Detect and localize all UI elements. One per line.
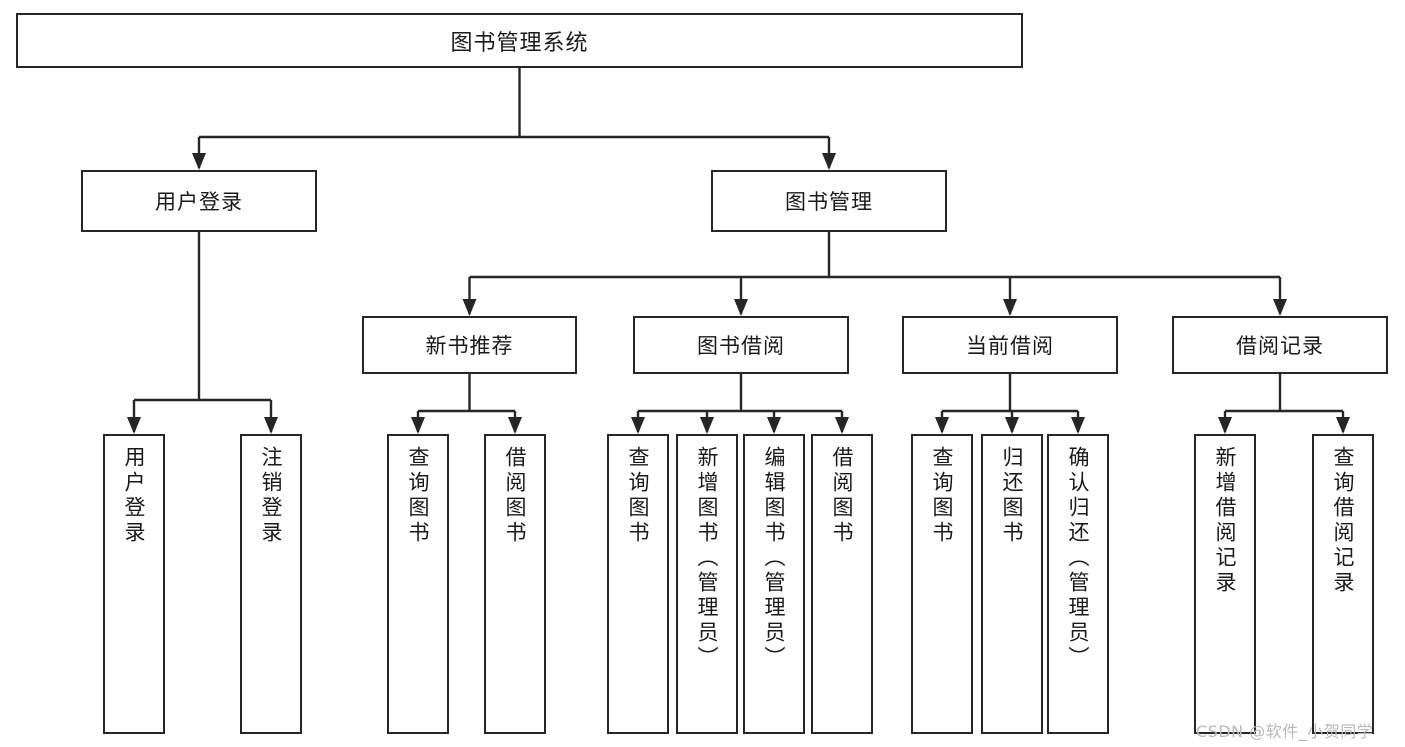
watermark: CSDN @软件_小贺同学 (1196, 722, 1374, 741)
node-leaf-query-book-current-label: 查询图书 (930, 446, 955, 546)
node-leaf-query-book-current[interactable]: 查询图书 (911, 434, 973, 734)
node-leaf-user-login[interactable]: 用户登录 (103, 434, 165, 734)
node-leaf-add-book[interactable]: 新增图书（管理员） (676, 434, 738, 734)
node-leaf-user-logout-label: 注销登录 (259, 446, 284, 546)
node-leaf-add-borrow-record[interactable]: 新增借阅记录 (1194, 434, 1256, 734)
node-current-borrow[interactable]: 当前借阅 (902, 316, 1118, 374)
node-leaf-query-borrow-record[interactable]: 查询借阅记录 (1312, 434, 1374, 734)
node-book-borrow-label: 图书借阅 (697, 334, 785, 358)
node-leaf-return-book-label: 归还图书 (1000, 446, 1025, 546)
node-leaf-add-borrow-record-label: 新增借阅记录 (1213, 446, 1238, 596)
node-root-label: 图书管理系统 (450, 30, 589, 56)
node-leaf-borrow-book-label: 借阅图书 (830, 446, 855, 546)
node-leaf-borrow-book[interactable]: 借阅图书 (811, 434, 873, 734)
node-leaf-borrow-book-recommend[interactable]: 借阅图书 (484, 434, 546, 734)
node-book-manage[interactable]: 图书管理 (711, 170, 947, 232)
node-root[interactable]: 图书管理系统 (16, 13, 1023, 68)
node-leaf-user-logout[interactable]: 注销登录 (240, 434, 302, 734)
node-leaf-return-book[interactable]: 归还图书 (981, 434, 1043, 734)
node-book-borrow[interactable]: 图书借阅 (633, 316, 849, 374)
node-current-borrow-label: 当前借阅 (966, 334, 1054, 358)
node-user-login-label: 用户登录 (155, 190, 243, 214)
node-leaf-query-borrow-record-label: 查询借阅记录 (1331, 446, 1356, 596)
node-leaf-query-book-borrow-label: 查询图书 (626, 446, 651, 546)
node-leaf-query-book-recommend-label: 查询图书 (406, 446, 431, 546)
node-leaf-user-login-label: 用户登录 (122, 446, 147, 546)
node-leaf-add-book-label: 新增图书（管理员） (695, 446, 720, 671)
node-leaf-edit-book-label: 编辑图书（管理员） (762, 446, 787, 671)
node-borrow-record-label: 借阅记录 (1236, 334, 1324, 358)
node-borrow-record[interactable]: 借阅记录 (1172, 316, 1388, 374)
node-new-book-recommend-label: 新书推荐 (425, 334, 514, 358)
node-leaf-edit-book[interactable]: 编辑图书（管理员） (743, 434, 805, 734)
node-leaf-query-book-recommend[interactable]: 查询图书 (387, 434, 449, 734)
node-user-login[interactable]: 用户登录 (81, 170, 317, 232)
node-leaf-query-book-borrow[interactable]: 查询图书 (607, 434, 669, 734)
node-book-manage-label: 图书管理 (785, 190, 873, 214)
node-new-book-recommend[interactable]: 新书推荐 (362, 316, 577, 374)
node-leaf-confirm-return-label: 确认归还（管理员） (1066, 446, 1091, 671)
node-leaf-confirm-return[interactable]: 确认归还（管理员） (1047, 434, 1109, 734)
node-leaf-borrow-book-recommend-label: 借阅图书 (503, 446, 528, 546)
